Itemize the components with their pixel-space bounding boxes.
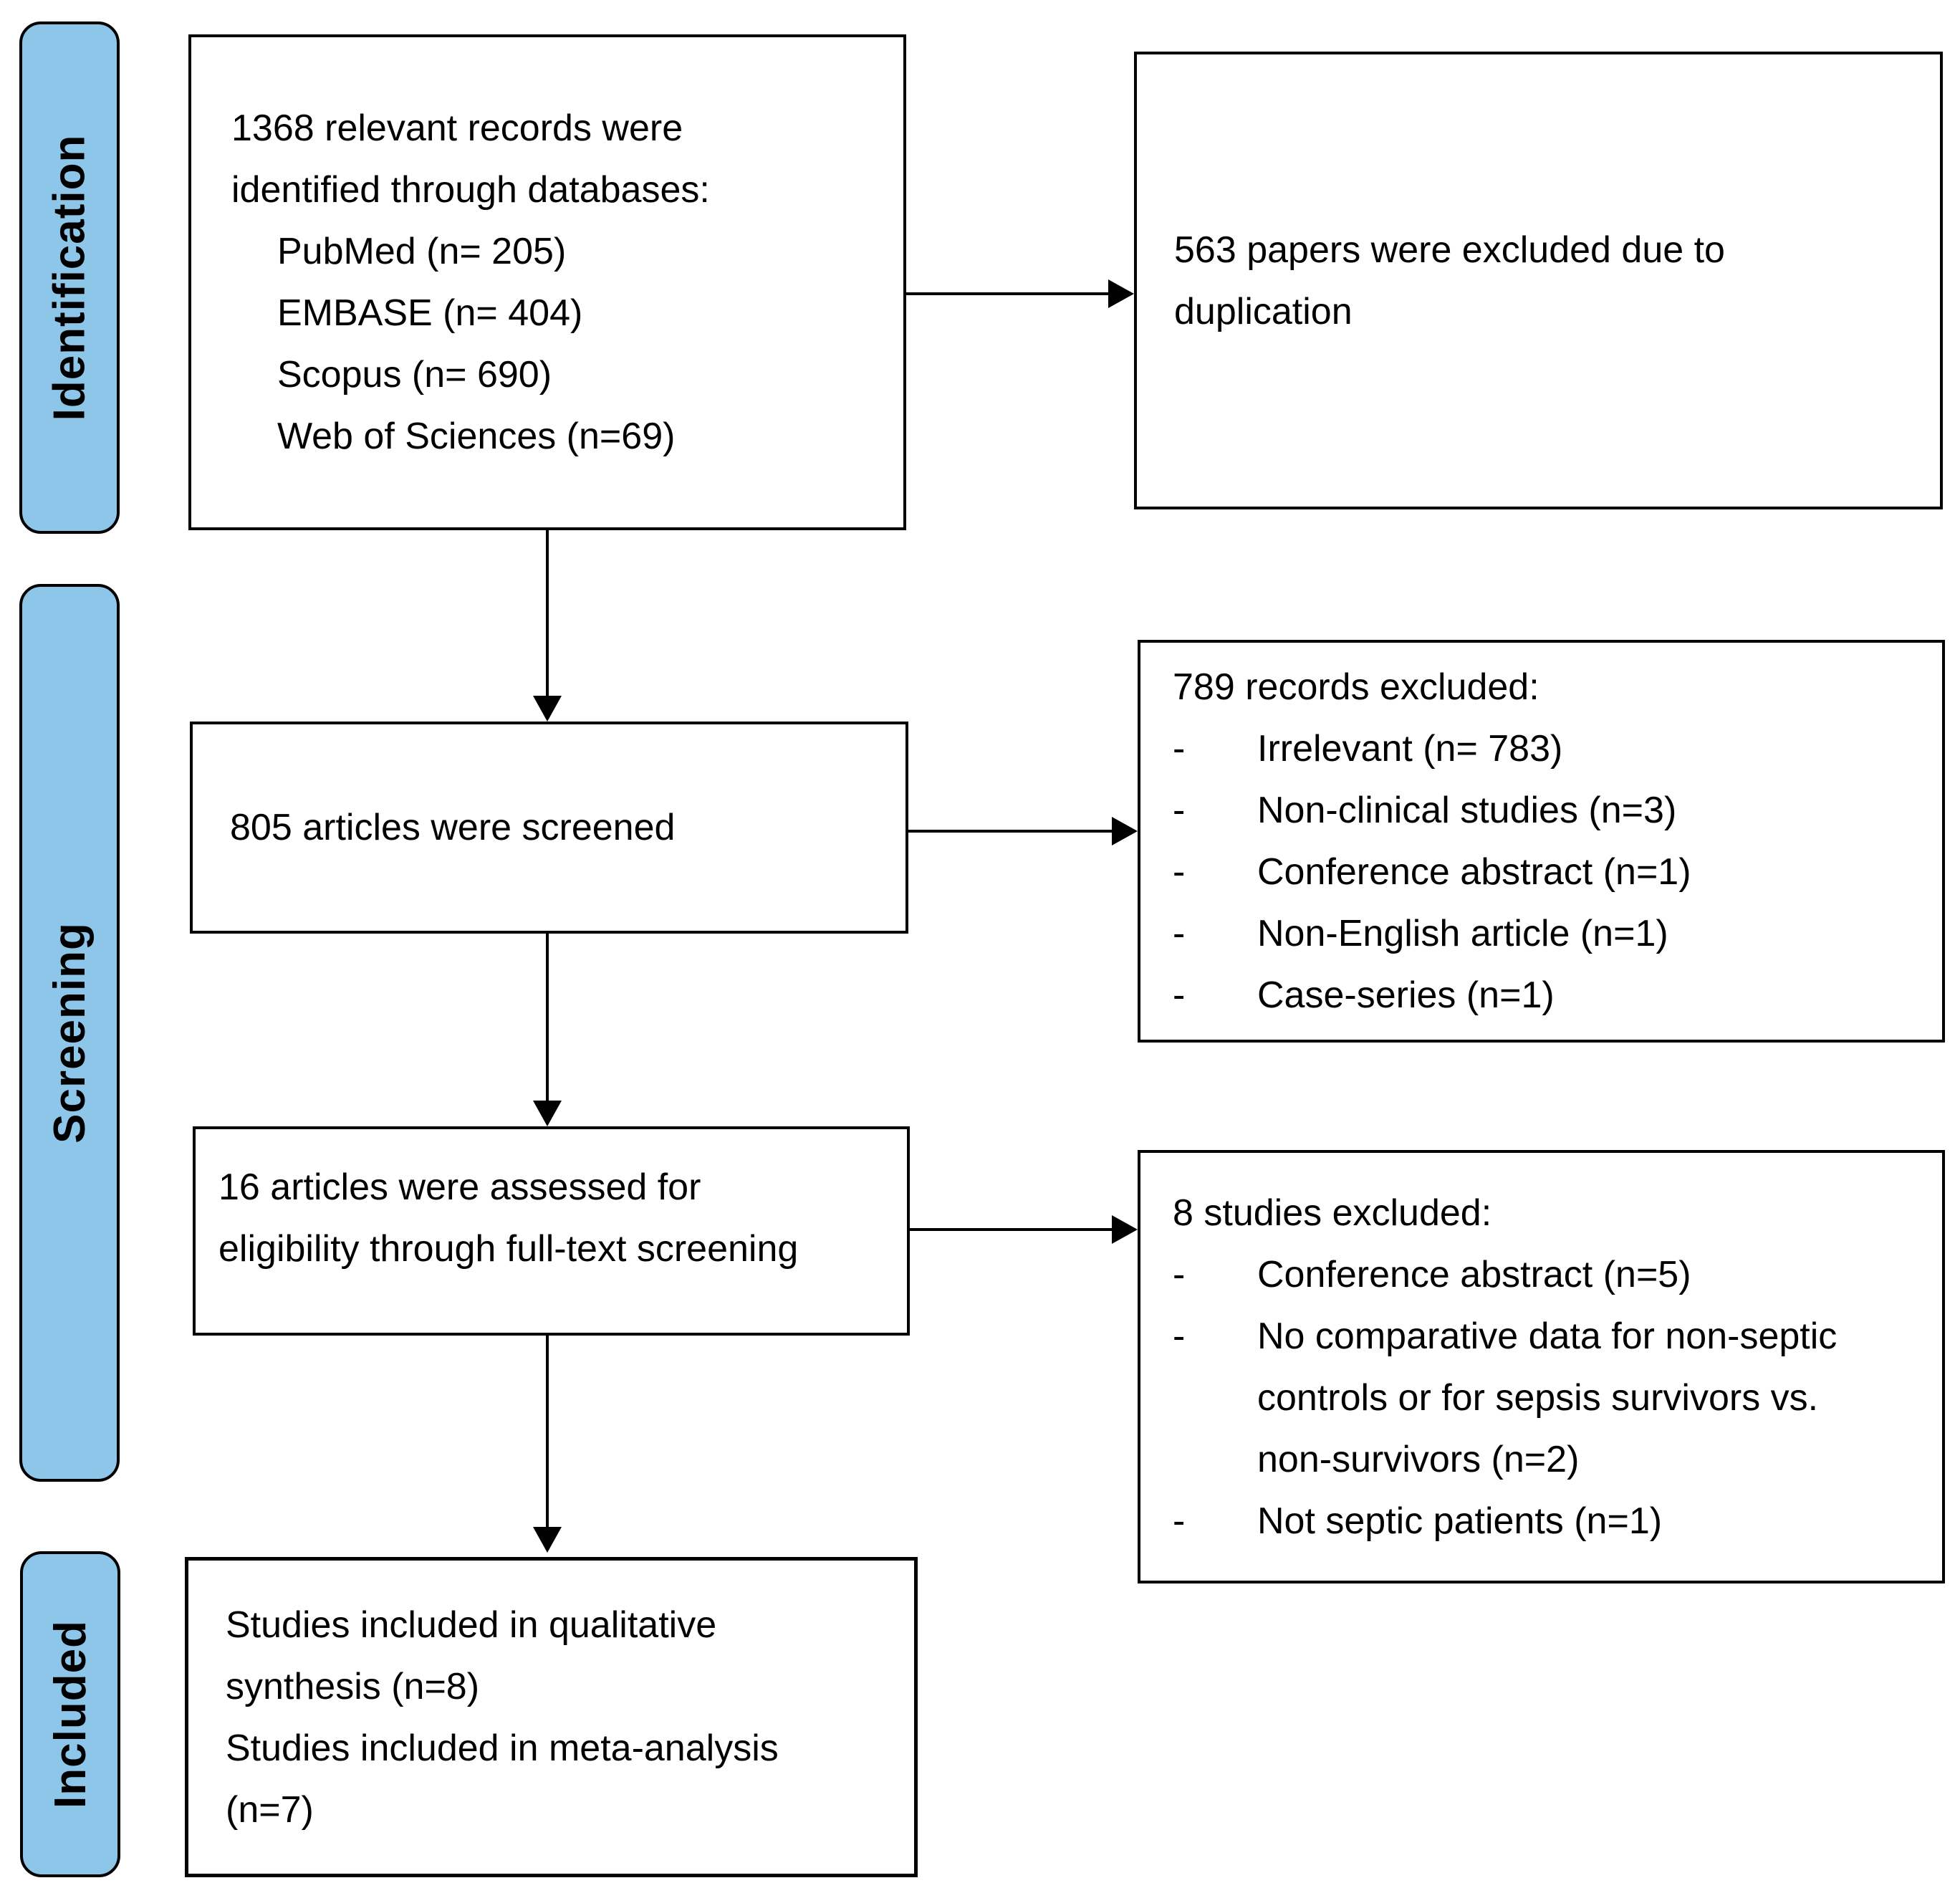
- fulltext-assessed-box: 16 articles were assessed for eligibilit…: [193, 1126, 910, 1336]
- studies-excluded-item-text: No comparative data for non-septic contr…: [1257, 1315, 1838, 1480]
- records-excluded-item-text: Non-English article (n=1): [1257, 913, 1668, 954]
- identified-line-2: identified through databases:: [231, 169, 710, 211]
- studies-excluded-item-text: Conference abstract (n=5): [1257, 1253, 1691, 1295]
- database-embase: EMBASE (n= 404): [277, 292, 583, 334]
- records-excluded-item: - Irrelevant (n= 783): [1173, 718, 1931, 780]
- studies-excluded-item: - No comparative data for non-septic con…: [1173, 1305, 1931, 1490]
- records-excluded-item-text: Conference abstract (n=1): [1257, 851, 1691, 893]
- arrow-identified-to-screened-head: [533, 696, 562, 722]
- dash-bullet: -: [1173, 790, 1186, 831]
- dash-bullet: -: [1173, 1500, 1186, 1542]
- studies-excluded-item-text: Not septic patients (n=1): [1257, 1500, 1663, 1542]
- studies-excluded-box: 8 studies excluded: - Conference abstrac…: [1138, 1150, 1945, 1583]
- arrow-screened-to-records-excluded-line: [908, 830, 1115, 833]
- dash-bullet: -: [1173, 913, 1186, 954]
- records-excluded-item: - Non-English article (n=1): [1173, 903, 1931, 964]
- arrow-screened-to-fulltext-line: [546, 934, 549, 1101]
- stage-label-identification: Identification: [44, 134, 95, 421]
- stage-label-screening: Screening: [44, 922, 95, 1144]
- stage-label-included: Included: [45, 1620, 95, 1808]
- records-excluded-item: - Non-clinical studies (n=3): [1173, 780, 1931, 841]
- arrow-identified-to-duplicates-head: [1108, 279, 1134, 308]
- arrow-fulltext-to-studies-excluded-line: [910, 1228, 1115, 1231]
- records-excluded-item-text: Irrelevant (n= 783): [1257, 728, 1563, 770]
- records-excluded-item-text: Case-series (n=1): [1257, 974, 1555, 1016]
- records-excluded-title: 789 records excluded:: [1173, 666, 1539, 708]
- arrow-fulltext-to-included-head: [533, 1527, 562, 1553]
- duplicates-line-2: duplication: [1174, 290, 1353, 332]
- stage-tab-identification: Identification: [19, 21, 120, 534]
- records-excluded-box: 789 records excluded: - Irrelevant (n= 7…: [1138, 640, 1945, 1043]
- studies-excluded-item: - Conference abstract (n=5): [1173, 1244, 1931, 1305]
- fulltext-line-2: eligibility through full-text screening: [218, 1228, 799, 1270]
- database-pubmed: PubMed (n= 205): [277, 231, 567, 272]
- studies-excluded-title: 8 studies excluded:: [1173, 1192, 1492, 1234]
- records-excluded-item: - Case-series (n=1): [1173, 964, 1931, 1026]
- fulltext-line-1: 16 articles were assessed for: [218, 1166, 701, 1208]
- records-excluded-item: - Conference abstract (n=1): [1173, 841, 1931, 903]
- arrow-screened-to-fulltext-head: [533, 1101, 562, 1126]
- database-scopus: Scopus (n= 690): [277, 354, 552, 396]
- dash-bullet: -: [1173, 1253, 1186, 1295]
- arrow-identified-to-duplicates-line: [906, 292, 1111, 295]
- dash-bullet: -: [1173, 728, 1186, 770]
- duplicates-excluded-box: 563 papers were excluded due to duplicat…: [1134, 52, 1943, 509]
- duplicates-line-1: 563 papers were excluded due to: [1174, 229, 1725, 271]
- included-line-1: Studies included in qualitative: [226, 1604, 717, 1646]
- studies-excluded-item: - Not septic patients (n=1): [1173, 1490, 1931, 1552]
- arrow-screened-to-records-excluded-head: [1112, 817, 1138, 845]
- included-line-3: Studies included in meta-analysis: [226, 1727, 779, 1769]
- stage-tab-screening: Screening: [19, 584, 120, 1482]
- included-studies-box: Studies included in qualitative synthesi…: [185, 1557, 918, 1877]
- screened-line-1: 805 articles were screened: [230, 807, 676, 848]
- included-line-4: (n=7): [226, 1788, 314, 1831]
- arrow-fulltext-to-included-line: [546, 1336, 549, 1528]
- identified-records-box: 1368 relevant records were identified th…: [188, 34, 906, 530]
- records-excluded-item-text: Non-clinical studies (n=3): [1257, 790, 1677, 831]
- database-web-of-sciences: Web of Sciences (n=69): [277, 416, 676, 457]
- dash-bullet: -: [1173, 851, 1186, 893]
- arrow-fulltext-to-studies-excluded-head: [1112, 1215, 1138, 1244]
- included-line-2: synthesis (n=8): [226, 1665, 480, 1707]
- dash-bullet: -: [1173, 974, 1186, 1016]
- arrow-identified-to-screened-line: [546, 530, 549, 696]
- identified-line-1: 1368 relevant records were: [231, 107, 683, 149]
- dash-bullet: -: [1173, 1315, 1186, 1357]
- screened-articles-box: 805 articles were screened: [190, 722, 908, 934]
- stage-tab-included: Included: [20, 1551, 120, 1877]
